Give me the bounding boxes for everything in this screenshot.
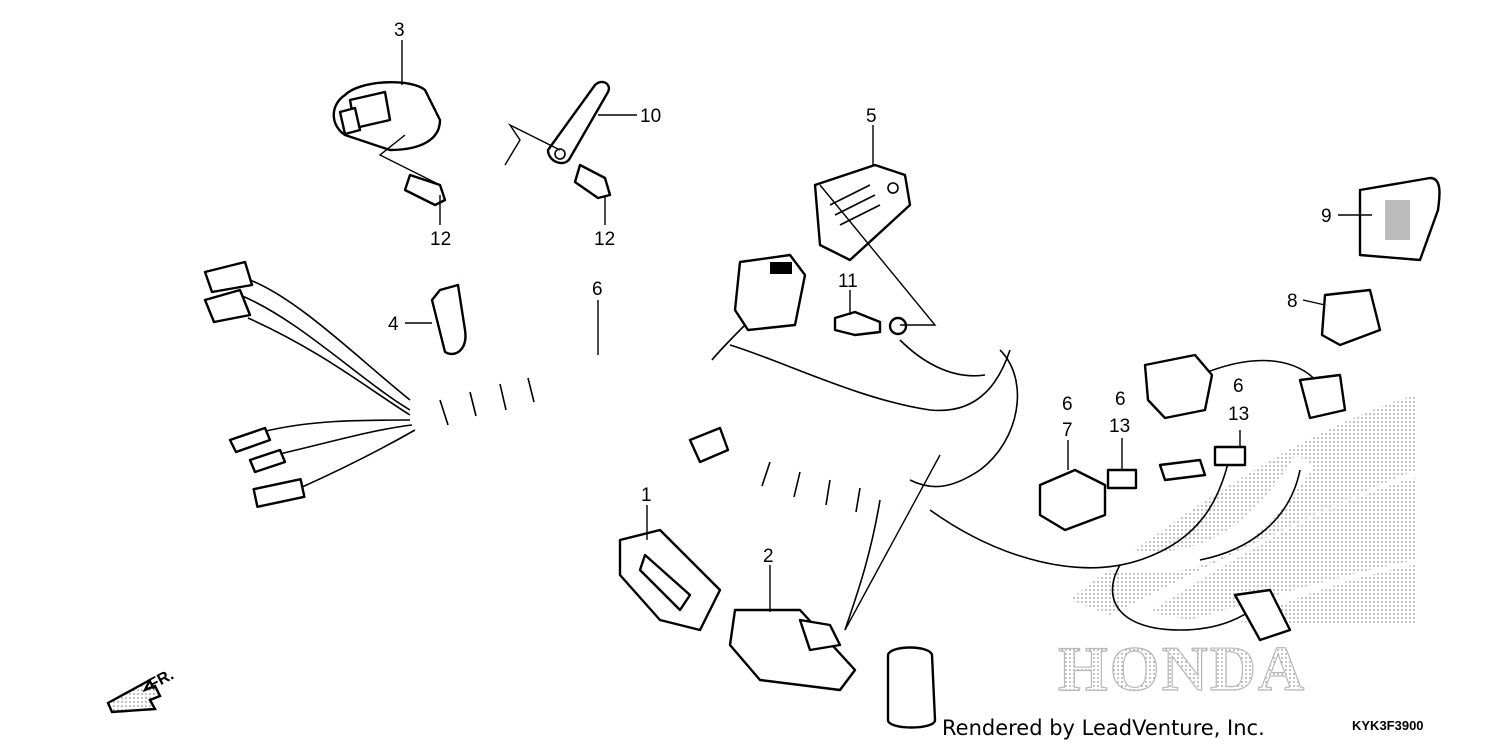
harness-clip xyxy=(688,426,730,464)
callout-11: 11 xyxy=(838,271,858,292)
ground-bolt xyxy=(833,310,908,337)
callout-6-relay: 6 xyxy=(1062,394,1073,415)
callout-5: 5 xyxy=(866,106,877,127)
right-connectors xyxy=(1143,353,1347,642)
ignition-coil xyxy=(332,81,496,277)
couplers-13 xyxy=(1106,445,1247,490)
callout-13-left: 13 xyxy=(1109,416,1130,437)
callout-4: 4 xyxy=(388,314,399,335)
bolts-12 xyxy=(403,163,612,207)
leader-lines xyxy=(378,40,1372,631)
front-direction-arrow xyxy=(106,677,162,714)
left-terminals xyxy=(203,260,306,508)
callout-1: 1 xyxy=(641,485,652,506)
callout-10: 10 xyxy=(640,106,661,127)
render-credit: Rendered by LeadVenture, Inc. xyxy=(942,716,1265,740)
relay-7 xyxy=(1038,468,1107,532)
band-strap xyxy=(546,80,611,165)
callout-6-coupler-right: 6 xyxy=(1233,376,1244,397)
spark-plug-cap xyxy=(430,283,467,356)
cover-9 xyxy=(1358,176,1441,262)
callout-7: 7 xyxy=(1062,420,1073,441)
callout-12-right: 12 xyxy=(594,229,615,250)
callout-13-right: 13 xyxy=(1228,404,1249,425)
relay-box xyxy=(618,528,722,632)
honda-watermark: HONDA xyxy=(1058,633,1306,704)
cdi-unit xyxy=(728,608,857,692)
diagram-code: KYK3F3900 xyxy=(1352,718,1424,733)
main-harness xyxy=(239,279,1321,651)
regulator-rectifier xyxy=(813,163,912,262)
callout-8: 8 xyxy=(1287,291,1298,312)
callout-12-left: 12 xyxy=(430,229,451,250)
callout-6-coupler-left: 6 xyxy=(1115,389,1126,410)
callout-3: 3 xyxy=(394,20,405,41)
coupler-top xyxy=(711,253,807,361)
callout-6-main: 6 xyxy=(592,279,603,300)
callout-9: 9 xyxy=(1321,206,1332,227)
callout-2: 2 xyxy=(763,546,774,567)
flasher-relay xyxy=(1320,288,1382,347)
terminal-boot xyxy=(886,646,937,729)
